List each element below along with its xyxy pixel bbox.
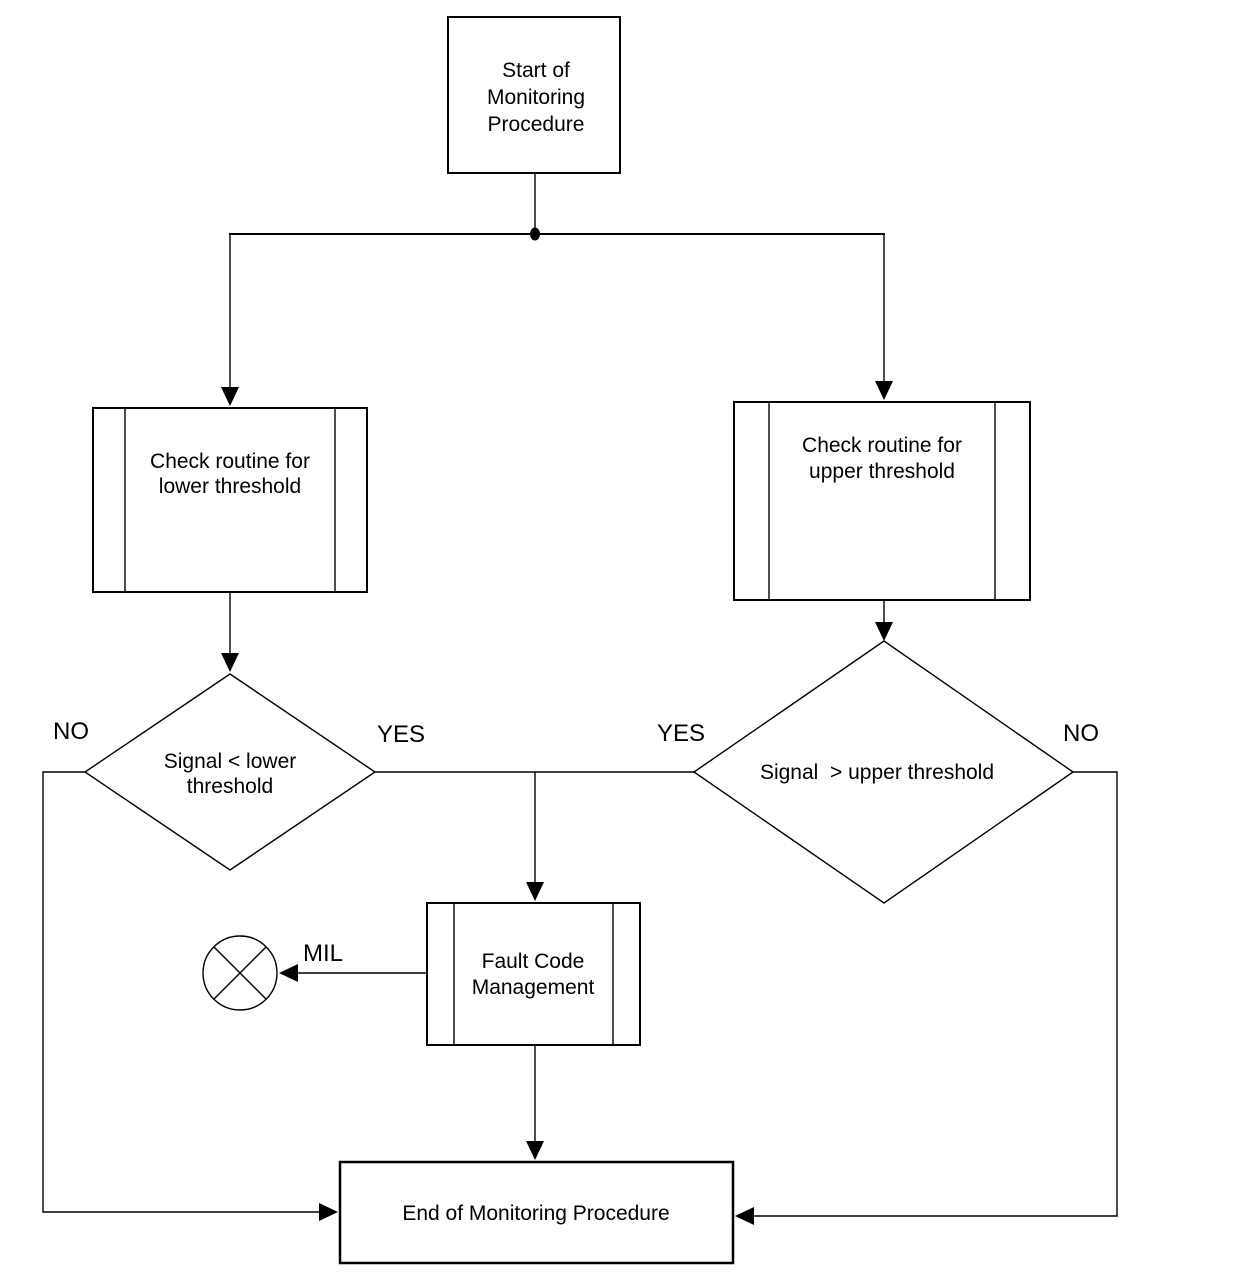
mil-lamp-icon — [202, 935, 278, 1011]
arrowhead-into-decision-upper — [875, 622, 893, 641]
decision-lower-text-line2: threshold — [187, 775, 273, 798]
check-upper-box — [733, 401, 1031, 601]
check-lower-text-line1: Check routine for — [150, 450, 310, 473]
decision-lower-text-line1: Signal < lower — [164, 750, 297, 773]
node-decision-lower: Signal < lower threshold — [83, 673, 377, 871]
start-box — [447, 16, 621, 174]
fault-code-text-line1: Fault Code — [482, 950, 585, 973]
end-box — [338, 1160, 735, 1265]
node-decision-upper: Signal > upper threshold — [692, 640, 1075, 904]
start-text-line1: Start of — [502, 59, 570, 82]
arrowhead-into-decision-lower — [221, 653, 239, 672]
start-text-line3: Procedure — [488, 113, 585, 136]
label-no-lower: NO — [53, 718, 89, 745]
fault-code-box — [426, 902, 641, 1046]
check-lower-box — [92, 407, 368, 593]
label-mil: MIL — [303, 940, 343, 967]
arrowhead-into-check-lower — [221, 387, 239, 406]
junction-dot — [530, 227, 540, 241]
label-yes-upper: YES — [657, 720, 705, 747]
node-check-lower: Check routine for lower threshold — [92, 407, 368, 593]
node-start: Start of Monitoring Procedure — [447, 16, 621, 174]
fault-code-text-line2: Management — [472, 976, 595, 999]
label-no-upper: NO — [1063, 720, 1099, 747]
mil-lamp-cross-line2 — [213, 946, 267, 1000]
arrowhead-into-end-right — [735, 1207, 754, 1225]
arrowhead-into-mil-lamp — [279, 964, 298, 982]
decision-upper-text: Signal > upper threshold — [760, 761, 994, 784]
connector-no-upper-to-end — [749, 771, 1118, 1217]
label-yes-lower: YES — [377, 721, 425, 748]
end-text: End of Monitoring Procedure — [402, 1202, 669, 1225]
node-fault-code: Fault Code Management — [426, 902, 641, 1046]
check-lower-text-line2: lower threshold — [159, 475, 301, 498]
connector-no-lower-to-end — [42, 771, 324, 1213]
node-check-upper: Check routine for upper threshold — [733, 401, 1031, 601]
check-upper-text-line2: upper threshold — [809, 460, 955, 483]
arrowhead-into-fault-code — [526, 882, 544, 901]
check-upper-text-line1: Check routine for — [802, 434, 962, 457]
arrowhead-into-check-upper — [875, 381, 893, 400]
decision-lower-diamond — [83, 673, 377, 871]
start-text-line2: Monitoring — [487, 86, 585, 109]
arrowhead-into-end-top — [526, 1141, 544, 1160]
arrowhead-into-end-left — [319, 1203, 338, 1221]
node-end: End of Monitoring Procedure — [338, 1160, 735, 1265]
decision-upper-diamond — [692, 640, 1075, 904]
